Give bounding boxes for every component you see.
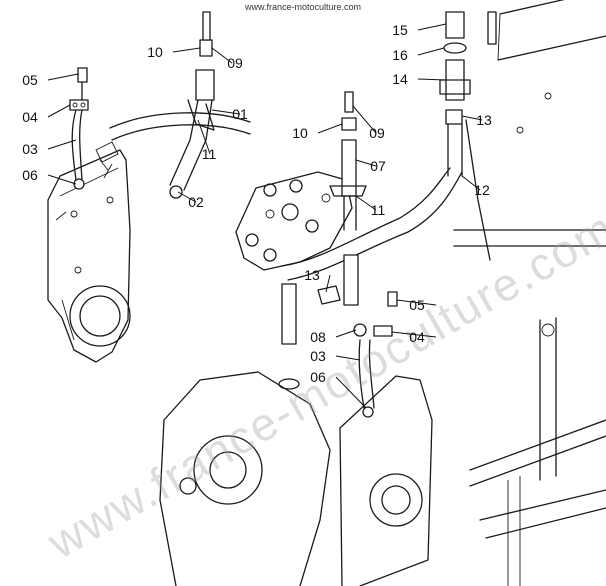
callout-12: 12 [474,182,490,198]
callout-03: 03 [22,141,38,157]
leader-line-16 [417,78,447,81]
callout-07: 07 [370,158,386,174]
callout-01: 01 [232,106,248,122]
callout-05: 05 [22,72,38,88]
leader-line-09 [211,47,233,64]
leader-line-11 [197,119,211,155]
leader-line-01 [211,109,241,115]
leader-line-08 [335,329,357,338]
filter-assembly [439,11,497,261]
callout-06: 06 [310,369,326,385]
callout-13: 13 [304,267,320,283]
callout-04: 04 [22,109,38,125]
leader-line-07 [355,159,377,167]
callout-05: 05 [409,297,425,313]
callout-03: 03 [310,348,326,364]
chassis-frame [453,0,606,586]
callout-15: 15 [392,22,408,38]
callout-06: 06 [22,167,38,183]
callout-09: 09 [369,125,385,141]
callout-04: 04 [409,329,425,345]
leader-line-14 [417,23,447,31]
callout-layer: 01 02 03 04 05 06 09 10 11 07 09 10 11 12 13 13 14 15 16 05… [22,22,492,409]
leader-line-09 [352,105,377,134]
central-pipe-assembly [278,91,463,390]
callout-10: 10 [292,125,308,141]
site-header: www.france-motoculture.com [244,2,361,12]
leader-line-03 [47,139,77,150]
leader-line-06 [47,174,77,185]
pump-block [235,171,353,271]
right-pipe-assembly [353,291,398,418]
callout-09: 09 [227,55,243,71]
leader-line-13 [325,274,331,293]
leader-line-13 [461,115,483,121]
lower-transmission-case [159,371,433,586]
callout-14: 14 [392,71,408,87]
callout-13: 13 [476,112,492,128]
leader-line-04 [391,331,437,338]
callout-08: 08 [310,329,326,345]
leader-line-02 [177,191,197,203]
callout-11: 11 [202,146,217,162]
leader-line-15 [417,47,445,56]
leader-line-04 [47,104,71,118]
leader-line-10 [172,47,201,53]
leader-line-10 [317,123,343,134]
left-gear-housing [47,141,131,363]
watermark: www.france-motoculture.com [38,201,606,569]
leader-line-03 [335,355,361,361]
leader-line-12 [461,175,481,191]
leader-line-05 [396,299,437,306]
callout-16: 16 [392,47,408,63]
callout-11: 11 [371,202,386,218]
leader-line-06 [335,376,367,409]
leader-line-11 [355,195,377,211]
callout-10: 10 [147,44,163,60]
leader-line-05 [47,73,79,81]
callout-02: 02 [188,194,204,210]
upper-hose-assembly [109,11,251,199]
